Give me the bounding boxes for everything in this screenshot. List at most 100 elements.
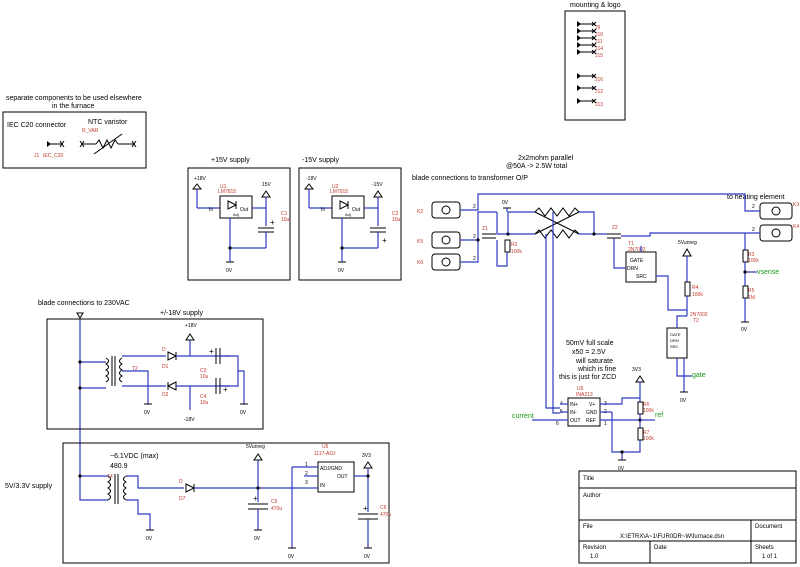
- shunt-header: blade connections to transformer O/P: [412, 175, 528, 182]
- svg-text:6: 6: [556, 421, 559, 427]
- u5-in-p: IN+: [570, 402, 578, 408]
- mounting-title: mounting & logo: [570, 2, 621, 9]
- svg-text:0V: 0V: [288, 554, 295, 560]
- mounting-hole-label: J16: [595, 77, 603, 83]
- t1-gate: GATE: [630, 258, 644, 264]
- mounting-hole: J16: [577, 73, 603, 83]
- amp-note2: x50 = 2.5V: [572, 349, 606, 356]
- u1-pin-out: Out: [240, 207, 249, 213]
- supply5-v33: 3V3: [362, 453, 371, 459]
- pm18-d1: D1: [162, 364, 169, 370]
- amp-note4: which is fine: [577, 366, 616, 373]
- c5-val: 470u: [271, 506, 282, 512]
- shunt-title2: @50A -> 2.5W total: [506, 163, 567, 170]
- supply5-vunreg: 5Vunreg: [246, 444, 265, 450]
- mounting-hole: J9: [577, 21, 601, 31]
- amp-v33: 3V3: [632, 367, 641, 373]
- u6-in: IN: [320, 483, 325, 489]
- j1-type: IEC_C20: [43, 153, 64, 159]
- c2-val: 10u: [392, 217, 401, 223]
- mounting-hole: J12: [577, 85, 603, 95]
- amp-note3: will saturate: [575, 358, 613, 365]
- date-label: Date: [654, 545, 667, 551]
- pm18-box: [46, 318, 264, 430]
- mounting-hole-label: J12: [595, 89, 603, 95]
- c1-ref: C1: [281, 211, 288, 217]
- separate-box: [2, 111, 147, 169]
- z2-label: Z2: [612, 225, 618, 231]
- svg-text:0V: 0V: [254, 536, 261, 542]
- u5-part: INA213: [576, 392, 593, 398]
- plus15-title: +15V supply: [211, 157, 250, 164]
- svg-text:1: 1: [604, 421, 607, 427]
- sheets-label: Sheets: [755, 545, 774, 551]
- c5-ref: C5: [271, 499, 278, 505]
- file-label: File: [583, 524, 593, 530]
- r2-val: 100k: [511, 249, 522, 255]
- t2-part: 2N7002: [690, 312, 708, 318]
- minus15-rail-out: -15V: [372, 182, 383, 188]
- mounting-hole: J14: [577, 42, 603, 52]
- supply5-gnd: 0V: [146, 536, 153, 542]
- mounting-hole-label: J9: [595, 25, 601, 31]
- pm18-t2: T2: [132, 366, 138, 372]
- r2-resistor: [504, 239, 511, 253]
- revision-label: Revision: [583, 545, 606, 551]
- u1-regulator: [219, 195, 253, 219]
- minus15-gnd: 0V: [338, 268, 345, 274]
- plus15-box: [187, 167, 291, 281]
- k5-label: K5: [417, 239, 423, 245]
- svg-text:+: +: [223, 385, 228, 394]
- r6-val: 100k: [643, 408, 654, 414]
- c3-val: 10u: [200, 374, 209, 380]
- ntc-label: NTC varistor: [88, 119, 128, 126]
- svg-text:2: 2: [473, 204, 476, 210]
- mounting-hole-label: J10: [595, 32, 603, 38]
- c6-val: 470u: [380, 512, 391, 518]
- svg-text:+: +: [270, 218, 275, 227]
- mounting-hole-label: J11: [595, 39, 603, 45]
- minus15-title: -15V supply: [302, 157, 339, 164]
- minus15-rail-in: -18V: [306, 176, 317, 182]
- u5-ref: U5: [577, 386, 584, 392]
- r2-ref: R2: [511, 242, 518, 248]
- minus15-supply-section: -15V supply -18V U2 LM7915 In Out Adj -1…: [298, 157, 402, 281]
- r4-resistor: [684, 281, 691, 297]
- u2-regulator: [331, 195, 365, 219]
- supply5-section: 5V/3.3V supply ~6.1VDC (max) 480.9 T4 0V…: [5, 442, 391, 564]
- iec-label: IEC C20 connector: [7, 122, 67, 129]
- c4-val: 10u: [200, 400, 209, 406]
- r4-ref: R4: [692, 285, 699, 291]
- t1-ref: T1: [628, 241, 634, 247]
- blade230-section: blade connections to 230VAC: [38, 300, 130, 501]
- u1-pin-in: In: [209, 207, 213, 213]
- svg-text:DRN: DRN: [670, 338, 679, 343]
- plus15-rail-out: 15V: [262, 182, 272, 188]
- pm18-d2: D2: [162, 392, 169, 398]
- amp-gnd: 0V: [618, 466, 625, 472]
- svg-text:+: +: [209, 347, 214, 356]
- u5-out: OUT: [570, 418, 581, 424]
- mounting-hole: J10: [577, 28, 603, 38]
- u6-ref: U6: [322, 444, 329, 450]
- u2-pin-in: In: [321, 207, 325, 213]
- t1-src: SRC: [636, 274, 647, 280]
- svg-text:1: 1: [305, 462, 308, 468]
- amp-note5: this is just for ZCD: [559, 374, 616, 381]
- iec-connector-symbol: [47, 140, 65, 148]
- sheets-value: 1 of 1: [762, 554, 778, 560]
- j1-label: J1: [34, 153, 40, 159]
- k3-label: K3: [793, 202, 799, 208]
- pm18-p18: +18V: [185, 323, 197, 329]
- u6-out: OUT: [337, 474, 348, 480]
- r6-ref: R6: [643, 402, 650, 408]
- svg-text:3: 3: [305, 480, 308, 486]
- u6-adj: ADJ/GND: [320, 466, 342, 472]
- mounting-hole: J13: [577, 98, 603, 108]
- plus15-supply-section: +15V supply +18V U1 LM7815 In Out Adj 15…: [187, 157, 291, 281]
- mounting-hole: J11: [577, 35, 603, 45]
- blade-connectors-left: [431, 201, 461, 271]
- mounting-hole-label: J13: [595, 102, 603, 108]
- author-label: Author: [583, 493, 601, 499]
